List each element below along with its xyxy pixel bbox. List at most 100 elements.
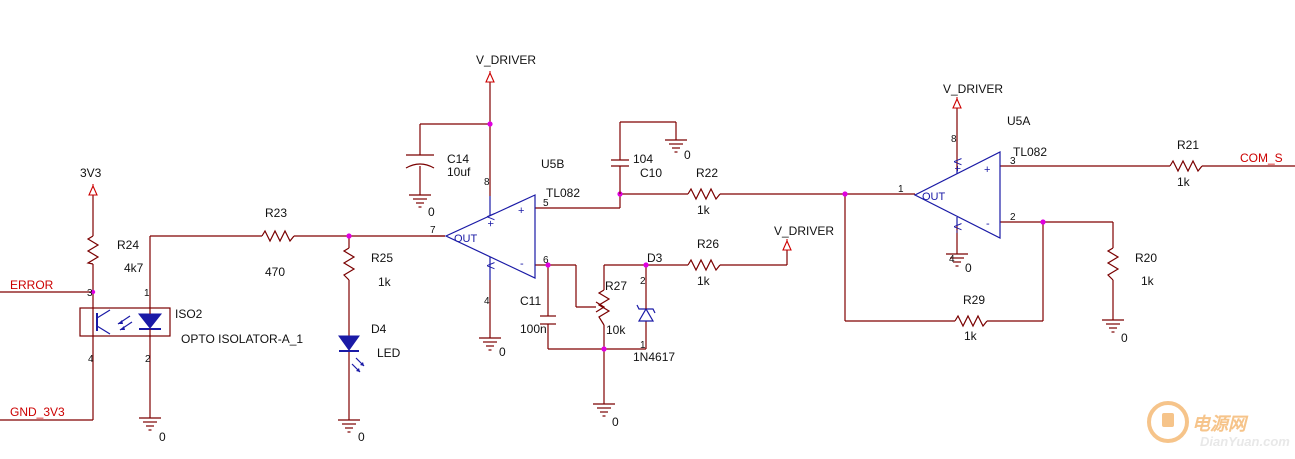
r23-body [261,229,295,243]
u5b-pin-5: 5 [543,198,549,209]
d3-value: 1N4617 [633,350,675,364]
r21-ref: R21 [1177,138,1199,152]
iso2-ref: ISO2 [175,307,203,321]
watermark-cn: 电源网 [1192,414,1249,434]
watermark: 电源网 DianYuan.com [1147,401,1290,449]
u5b-pin-4: 4 [484,296,490,307]
net-com-s: COM_S [1240,151,1283,165]
c11-ref: C11 [520,294,541,308]
c14-ref: C14 [447,152,469,166]
u5b-vplus-label: V+ [484,213,496,227]
u5a-value: TL082 [1013,145,1047,159]
u5b-value: TL082 [546,186,580,200]
u5b-vminus-label: V- [484,262,496,273]
d4-ref: D4 [371,322,387,336]
r20-body [1106,247,1120,281]
u5a-pin-2: 2 [1010,212,1016,223]
u5a-pin-4: 4 [949,254,955,265]
u5a-minus-label: - [986,218,990,230]
gnd-label: 0 [428,205,435,219]
iso2-pin-4: 4 [88,354,94,365]
r26-value: 1k [697,274,711,288]
c10-ref: C10 [640,166,662,180]
r29-body [954,314,988,328]
u5a-pin-3: 3 [1010,156,1016,167]
gnd-label: 0 [499,345,506,359]
r24-ref: R24 [117,238,139,252]
r27-ref: R27 [605,279,627,293]
r27-body [597,289,611,326]
opamp-u5a [913,151,1001,239]
r22-ref: R22 [696,166,718,180]
r26-body [687,258,721,272]
c14-value: 10uf [447,165,471,179]
u5b-pin-8: 8 [484,177,490,188]
r21-body [1169,159,1203,173]
c10-value: 104 [633,152,653,166]
u5a-vplus-label: V+ [951,158,963,172]
r29-value: 1k [964,329,978,343]
gnd-label: 0 [358,430,365,444]
iso2-pin-3: 3 [87,288,93,299]
net-gnd-3v3: GND_3V3 [10,405,65,419]
r20-ref: R20 [1135,251,1157,265]
r24-body [86,235,100,265]
r21-value: 1k [1177,175,1191,189]
r26-ref: R26 [697,237,719,251]
u5b-out-label: OUT [454,233,478,245]
r22-value: 1k [697,203,711,217]
grounds [138,139,1125,433]
gnd-label: 0 [965,261,972,275]
r22-body [687,187,721,201]
gnd-label: 0 [159,430,166,444]
wires [0,82,1295,421]
supply-vdriver-label-3: V_DRIVER [943,82,1003,96]
u5a-vminus-label: V- [951,223,963,234]
gnd-label: 0 [612,415,619,429]
r25-body [342,247,356,281]
opto-iso2 [79,307,171,337]
supply-3v3-label: 3V3 [80,166,102,180]
r23-ref: R23 [265,206,287,220]
d3-pin-2: 2 [640,276,646,287]
r24-value: 4k7 [124,261,144,275]
zener-d3 [636,301,656,322]
u5b-plus-label: + [518,205,524,217]
u5b-pin-7: 7 [430,225,436,236]
u5a-out-label: OUT [922,191,946,203]
d4-value: LED [377,346,401,360]
r25-ref: R25 [371,251,393,265]
c11-value: 100n [520,322,547,336]
junctions [90,121,1046,352]
gnd-label: 0 [1121,331,1128,345]
r29-ref: R29 [963,293,985,307]
opamp-u5b [430,194,536,280]
u5b-pin-6: 6 [543,255,549,266]
resistors [86,159,1203,328]
iso2-pin-1: 1 [144,288,150,299]
u5a-pin-1: 1 [898,184,904,195]
net-error: ERROR [10,278,54,292]
supply-vdriver-label-1: V_DRIVER [476,53,536,67]
u5b-ref: U5B [541,157,564,171]
u5a-plus-label: + [984,164,990,176]
d3-pin-1: 1 [640,340,646,351]
r27-value: 10k [606,323,626,337]
u5b-minus-label: - [520,258,524,270]
r27-wiper [595,301,606,313]
gnd-label: 0 [684,148,691,162]
r25-value: 1k [378,275,392,289]
r20-value: 1k [1141,274,1155,288]
capacitors [405,154,629,325]
iso2-pin-2: 2 [145,354,151,365]
r23-value: 470 [265,265,285,279]
u5a-ref: U5A [1007,114,1030,128]
iso2-value: OPTO ISOLATOR-A_1 [181,332,303,346]
watermark-url: DianYuan.com [1200,434,1290,449]
led-d4 [338,335,365,373]
u5a-pin-8: 8 [951,134,957,145]
supply-vdriver-label-2: V_DRIVER [774,224,834,238]
d3-ref: D3 [647,251,663,265]
plug-icon [1147,401,1189,443]
